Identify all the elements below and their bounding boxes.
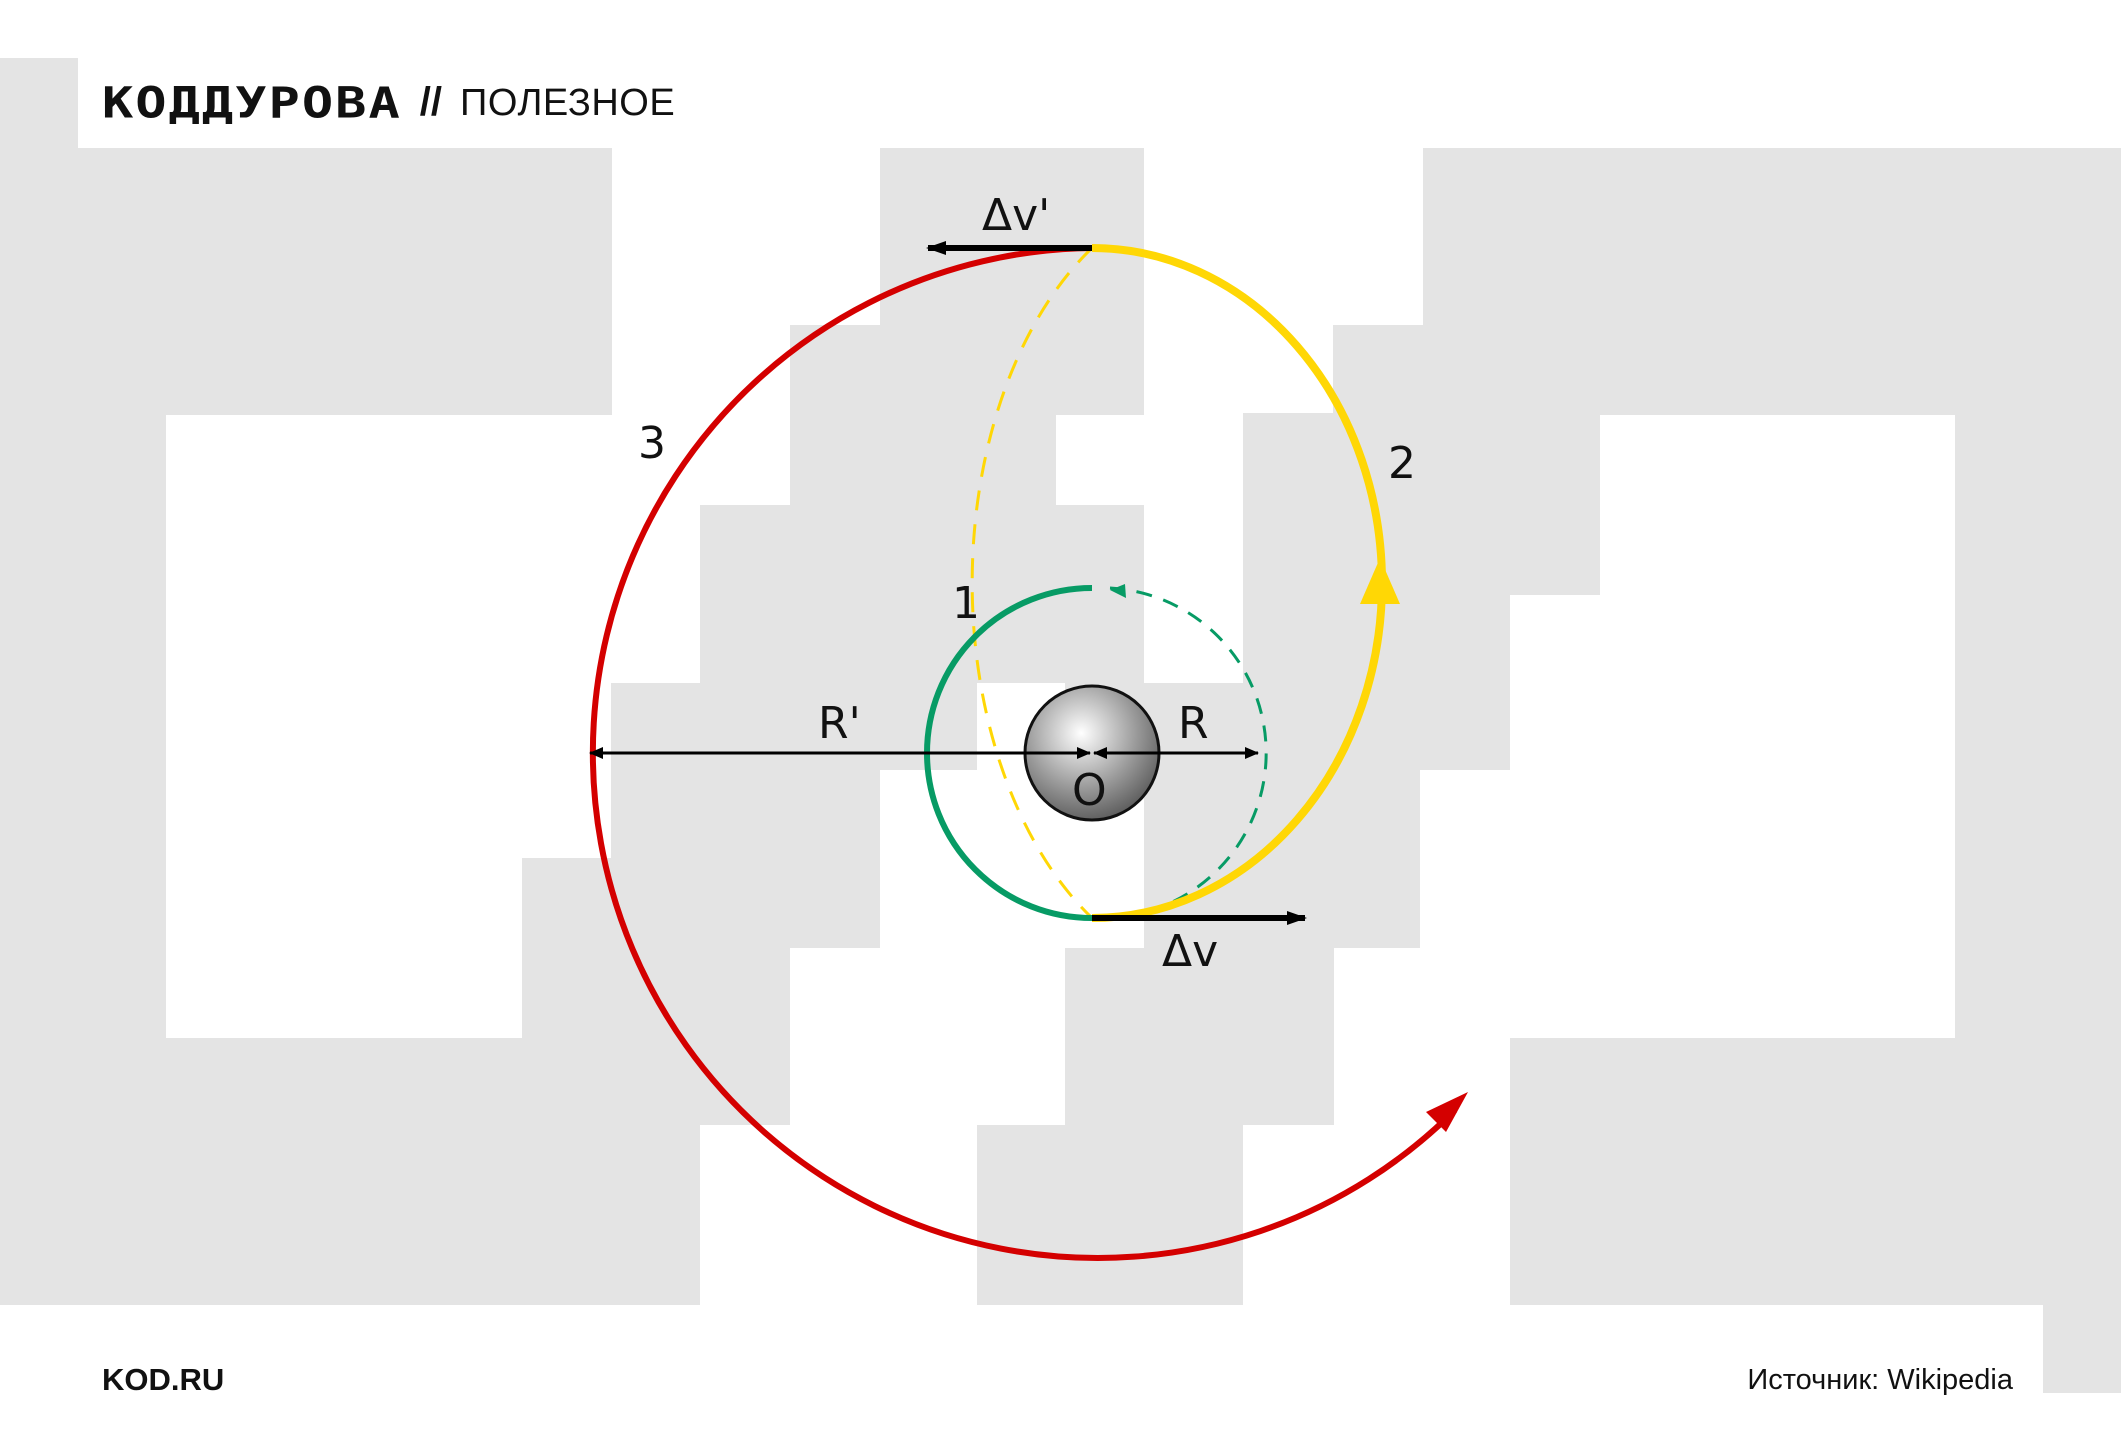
- footer-source: Источник: Wikipedia: [1747, 1364, 2013, 1396]
- outer-orbit-arrowhead: [1426, 1092, 1468, 1132]
- header-separator: //: [419, 80, 442, 124]
- inner-orbit-direction-arrow: [1110, 584, 1126, 598]
- orbit2-label: 2: [1388, 438, 1416, 489]
- background-pattern: [0, 58, 2121, 1393]
- center-label: O: [1072, 765, 1107, 816]
- transfer-orbit-dashed: [970, 246, 1094, 920]
- delta-v-prime-label: Δv': [982, 190, 1050, 241]
- orbit1-label: 1: [952, 578, 980, 629]
- delta-v-label: Δv: [1162, 926, 1218, 977]
- site-logo[interactable]: КОДДУРОВА: [102, 78, 402, 128]
- outer-orbit-path: [589, 245, 1458, 1261]
- header-brand: КОДДУРОВА // ПОЛЕЗНОЕ: [102, 68, 675, 128]
- outer-radius-label: R': [818, 698, 861, 749]
- section-title[interactable]: ПОЛЕЗНОЕ: [460, 82, 676, 124]
- inner-radius-label: R: [1178, 698, 1209, 749]
- orbit3-label: 3: [638, 418, 666, 469]
- inner-orbit-dashed: [1091, 586, 1268, 920]
- transfer-orbit-arrowhead: [1360, 558, 1400, 604]
- footer-site-link[interactable]: KOD.RU: [102, 1362, 225, 1397]
